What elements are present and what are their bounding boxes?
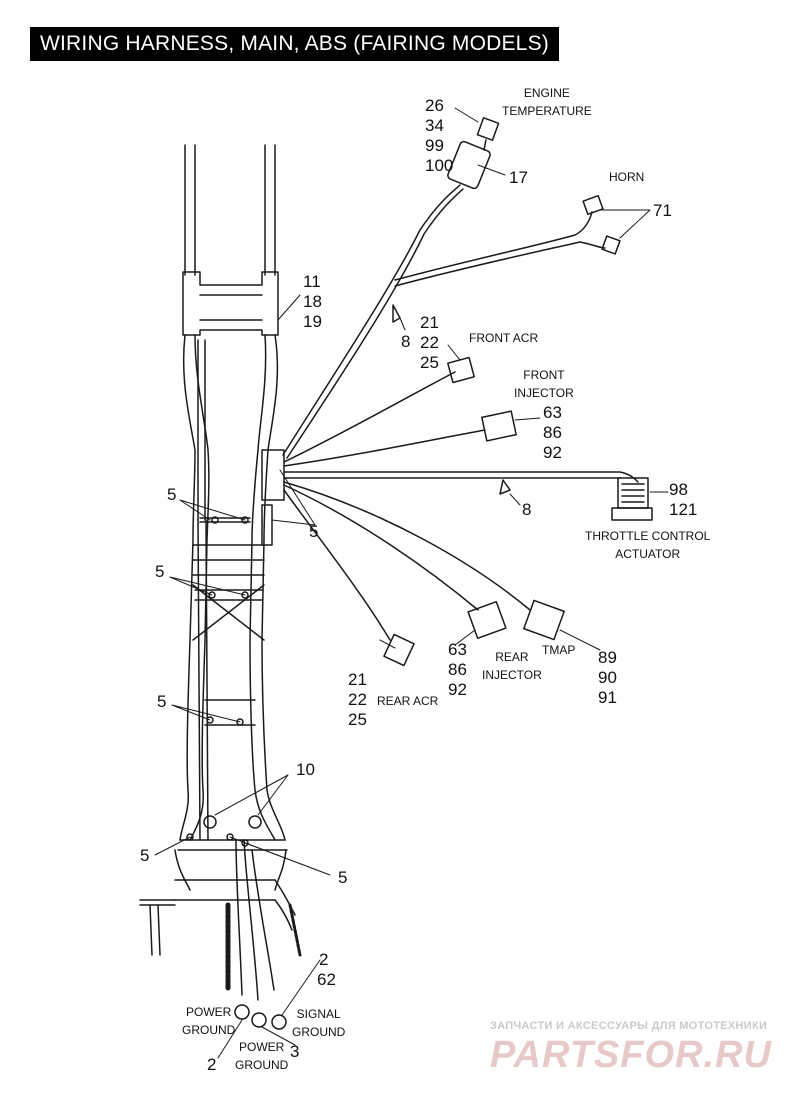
- label-line: GROUND: [292, 1025, 346, 1039]
- callout-121: 121: [669, 500, 698, 519]
- harness-trunk: [197, 339, 285, 841]
- callout-tie-5-left-b: 5: [155, 562, 165, 581]
- callout-91: 91: [598, 688, 617, 707]
- label-line: HORN: [609, 170, 645, 184]
- watermark-logo: PARTSFOR.RU: [490, 1034, 772, 1076]
- label-rear-injector: REAR INJECTOR: [482, 648, 542, 684]
- callout-21: 21: [420, 313, 439, 332]
- connectors: [383, 117, 653, 667]
- label-line: FRONT ACR: [469, 331, 539, 345]
- callout-rear-acr-parts: 21 22 25: [348, 670, 367, 730]
- callout-power-ground-left: 2: [207, 1055, 217, 1074]
- label-power-ground-center: POWER GROUND: [235, 1038, 288, 1074]
- callout-19: 19: [303, 312, 322, 331]
- label-line: GROUND: [182, 1023, 236, 1037]
- label-line: GROUND: [235, 1058, 289, 1072]
- callout-71: 71: [653, 201, 672, 220]
- label-line: ENGINE: [523, 86, 570, 100]
- callout-2-signal: 2: [319, 950, 329, 969]
- label-horn: HORN: [609, 168, 644, 186]
- watermark: ЗАПЧАСТИ И АКСЕССУАРЫ ДЛЯ МОТОТЕХНИКИ PA…: [490, 1020, 790, 1077]
- label-line: ACTUATOR: [615, 547, 681, 561]
- label-rear-acr: REAR ACR: [377, 692, 438, 710]
- callout-tie-5-bottom-left: 5: [140, 846, 150, 865]
- callout-tie-5-left-a: 5: [167, 485, 177, 504]
- callout-89: 89: [598, 648, 617, 667]
- label-tmap: TMAP: [542, 641, 575, 659]
- label-engine-temperature: ENGINE TEMPERATURE: [502, 84, 592, 120]
- callout-clip-8-mid: 8: [522, 500, 532, 519]
- callout-22: 22: [420, 333, 439, 352]
- label-line: TEMPERATURE: [502, 104, 592, 118]
- label-line: THROTTLE CONTROL: [585, 529, 711, 543]
- callout-100: 100: [425, 156, 454, 175]
- label-throttle-control-actuator: THROTTLE CONTROL ACTUATOR: [585, 527, 710, 563]
- callout-front-acr-parts: 21 22 25: [420, 313, 439, 373]
- callout-ground-signal-parts: 2 62: [317, 950, 336, 990]
- callout-11: 11: [303, 272, 321, 291]
- label-line: INJECTOR: [514, 386, 574, 400]
- callout-rear-63: 63: [448, 640, 467, 659]
- callout-tmap-parts: 89 90 91: [598, 648, 617, 708]
- callout-98: 98: [669, 480, 688, 499]
- callout-frame-parts: 11 18 19: [303, 272, 322, 332]
- callout-99: 99: [425, 136, 444, 155]
- label-front-injector: FRONT INJECTOR: [514, 366, 574, 402]
- callout-25: 25: [420, 353, 439, 372]
- callout-rear-92: 92: [448, 680, 467, 699]
- label-line: REAR ACR: [377, 694, 439, 708]
- callout-26: 26: [425, 96, 444, 115]
- label-line: TMAP: [542, 643, 576, 657]
- callout-front-injector-parts: 63 86 92: [543, 403, 562, 463]
- callout-rear-25: 25: [348, 710, 367, 729]
- callout-92: 92: [543, 443, 562, 462]
- callout-tie-5-right: 5: [309, 522, 319, 541]
- page-title: WIRING HARNESS, MAIN, ABS (FAIRING MODEL…: [30, 27, 559, 61]
- label-front-acr: FRONT ACR: [469, 329, 538, 347]
- watermark-tagline: ЗАПЧАСТИ И АКСЕССУАРЫ ДЛЯ МОТОТЕХНИКИ: [490, 1020, 768, 1032]
- callout-90: 90: [598, 668, 617, 687]
- frame: [177, 144, 288, 851]
- callout-rear-86: 86: [448, 660, 467, 679]
- callout-engine-temp-parts: 26 34 99 100: [425, 96, 453, 176]
- callout-63: 63: [543, 403, 562, 422]
- callout-rear-21: 21: [348, 670, 367, 689]
- leader-lines: [154, 107, 669, 1059]
- label-line: INJECTOR: [482, 668, 542, 682]
- label-line: SIGNAL: [296, 1007, 341, 1021]
- callout-86: 86: [543, 423, 562, 442]
- label-line: POWER: [186, 1005, 232, 1019]
- callout-tie-5-bottom-right: 5: [338, 868, 348, 887]
- callout-grommet-10: 10: [296, 760, 315, 779]
- label-line: FRONT: [523, 368, 565, 382]
- callout-34: 34: [425, 116, 444, 135]
- harness-branches: [282, 184, 639, 641]
- ground-leads: [139, 839, 302, 1030]
- label-power-ground-left: POWER GROUND: [182, 1003, 235, 1039]
- callout-clip-8-top: 8: [401, 332, 411, 351]
- callout-62: 62: [317, 970, 336, 989]
- callout-tie-5-left-c: 5: [157, 692, 167, 711]
- label-line: POWER: [239, 1040, 285, 1054]
- label-line: REAR: [495, 650, 529, 664]
- callout-rear-injector-parts: 63 86 92: [448, 640, 467, 700]
- callout-17: 17: [509, 168, 528, 187]
- callout-power-ground-center: 3: [290, 1042, 300, 1061]
- callout-rear-22: 22: [348, 690, 367, 709]
- callout-18: 18: [303, 292, 322, 311]
- label-signal-ground: SIGNAL GROUND: [292, 1005, 345, 1041]
- callout-throttle-parts: 98 121: [669, 480, 697, 520]
